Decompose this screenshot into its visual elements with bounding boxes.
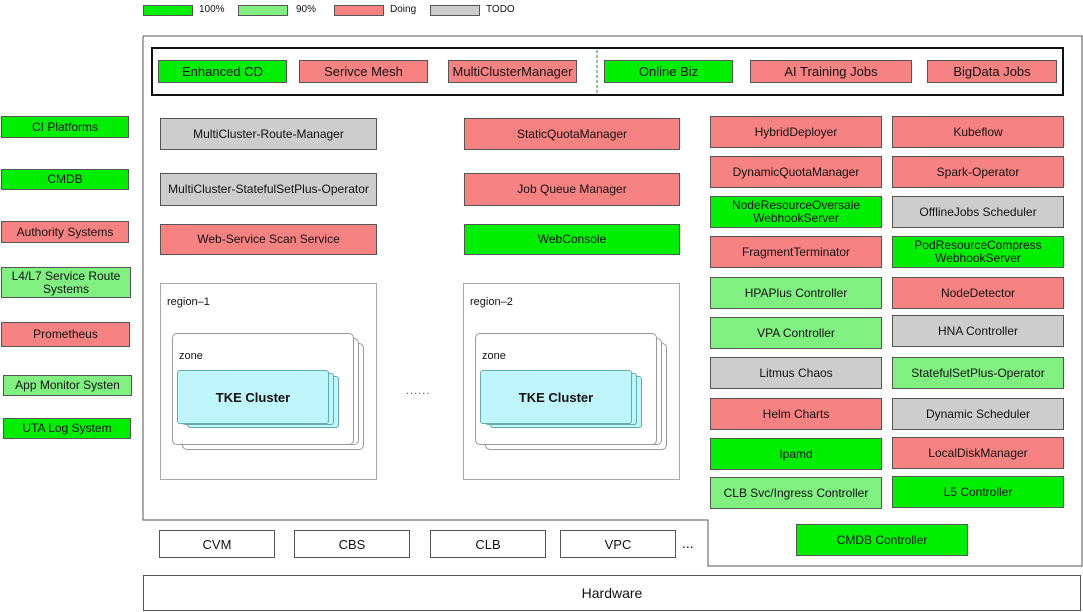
component-hpaplus-controller: HPAPlus Controller <box>710 277 882 309</box>
region-ellipsis: ...... <box>406 385 431 397</box>
system-app-monitor: App Monitor Systen <box>3 375 132 396</box>
component-clb-ingress-controller: CLB Svc/Ingress Controller <box>710 477 882 509</box>
system-ci-platforms: CI Platforms <box>1 116 129 138</box>
component-hybrid-deployer: HybridDeployer <box>710 116 882 148</box>
legend-swatch-90 <box>238 5 288 16</box>
legend-swatch-100 <box>143 5 193 16</box>
component-job-queue-manager: Job Queue Manager <box>464 173 680 206</box>
legend-swatch-doing <box>334 5 384 16</box>
legend-label-100: 100% <box>199 4 225 15</box>
hardware-layer: Hardware <box>143 575 1081 611</box>
legend-label-todo: TODO <box>486 4 515 15</box>
component-cmdb-controller: CMDB Controller <box>796 524 968 556</box>
component-fragment-terminator: FragmentTerminator <box>710 236 882 268</box>
system-cmdb: CMDB <box>1 169 129 190</box>
workload-bigdata: BigData Jobs <box>927 60 1057 83</box>
legend-swatch-todo <box>430 5 480 16</box>
component-kubeflow: Kubeflow <box>892 116 1064 148</box>
component-pod-resource-compress: PodResourceCompress WebhookServer <box>892 236 1064 268</box>
component-node-resource-oversale: NodeResourceOversale WebhookServer <box>710 196 882 228</box>
tke-cluster: TKE Cluster <box>480 370 632 424</box>
component-helm-charts: Helm Charts <box>710 398 882 430</box>
legend-label-90: 90% <box>296 4 317 15</box>
component-web-service-scan: Web-Service Scan Service <box>160 224 377 255</box>
zone-label: zone <box>482 350 506 362</box>
tke-cluster: TKE Cluster <box>177 370 329 424</box>
workload-enhanced-cd: Enhanced CD <box>158 60 287 83</box>
region-2: region–2 zone TKE Cluster <box>463 283 680 480</box>
component-webconsole: WebConsole <box>464 224 680 255</box>
region-1: region–1 zone TKE Cluster <box>160 283 377 480</box>
workload-online-biz: Online Biz <box>604 60 733 83</box>
component-spark-operator: Spark-Operator <box>892 156 1064 188</box>
infra-cvm: CVM <box>159 530 275 558</box>
component-hna-controller: HNA Controller <box>892 315 1064 347</box>
component-multicluster-route-manager: MultiCluster-Route-Manager <box>160 118 377 150</box>
component-l5-controller: L5 Controller <box>892 476 1064 508</box>
region-1-label: region–1 <box>167 296 210 308</box>
workload-multicluster-manager: MultiClusterManager <box>448 60 577 83</box>
workload-service-mesh: Serivce Mesh <box>299 60 428 83</box>
component-dynamic-scheduler: Dynamic Scheduler <box>892 398 1064 430</box>
system-authority: Authority Systems <box>1 221 129 243</box>
region-2-label: region–2 <box>470 296 513 308</box>
infra-ellipsis: ... <box>682 535 694 551</box>
component-litmus-chaos: Litmus Chaos <box>710 357 882 389</box>
component-static-quota-manager: StaticQuotaManager <box>464 118 680 150</box>
infra-cbs: CBS <box>294 530 410 558</box>
component-dynamic-quota-manager: DynamicQuotaManager <box>710 156 882 188</box>
component-multicluster-statefulsetplus: MultiCluster-StatefulSetPlus-Operator <box>160 173 377 206</box>
infra-clb: CLB <box>430 530 546 558</box>
infra-vpc: VPC <box>560 530 676 558</box>
workload-bar <box>151 47 1064 96</box>
system-l4-l7-route: L4/L7 Service Route Systems <box>1 267 131 298</box>
legend-label-doing: Doing <box>390 4 417 15</box>
component-offline-jobs-scheduler: OfflineJobs Scheduler <box>892 196 1064 228</box>
component-local-disk-manager: LocalDiskManager <box>892 437 1064 469</box>
component-ipamd: Ipamd <box>710 438 882 470</box>
component-node-detector: NodeDetector <box>892 277 1064 309</box>
system-uta-log: UTA Log System <box>3 418 131 439</box>
workload-ai-training: AI Training Jobs <box>750 60 912 83</box>
component-statefulsetplus-operator: StatefulSetPlus-Operator <box>892 357 1064 389</box>
system-prometheus: Prometheus <box>1 322 130 347</box>
component-vpa-controller: VPA Controller <box>710 317 882 349</box>
zone-label: zone <box>179 350 203 362</box>
